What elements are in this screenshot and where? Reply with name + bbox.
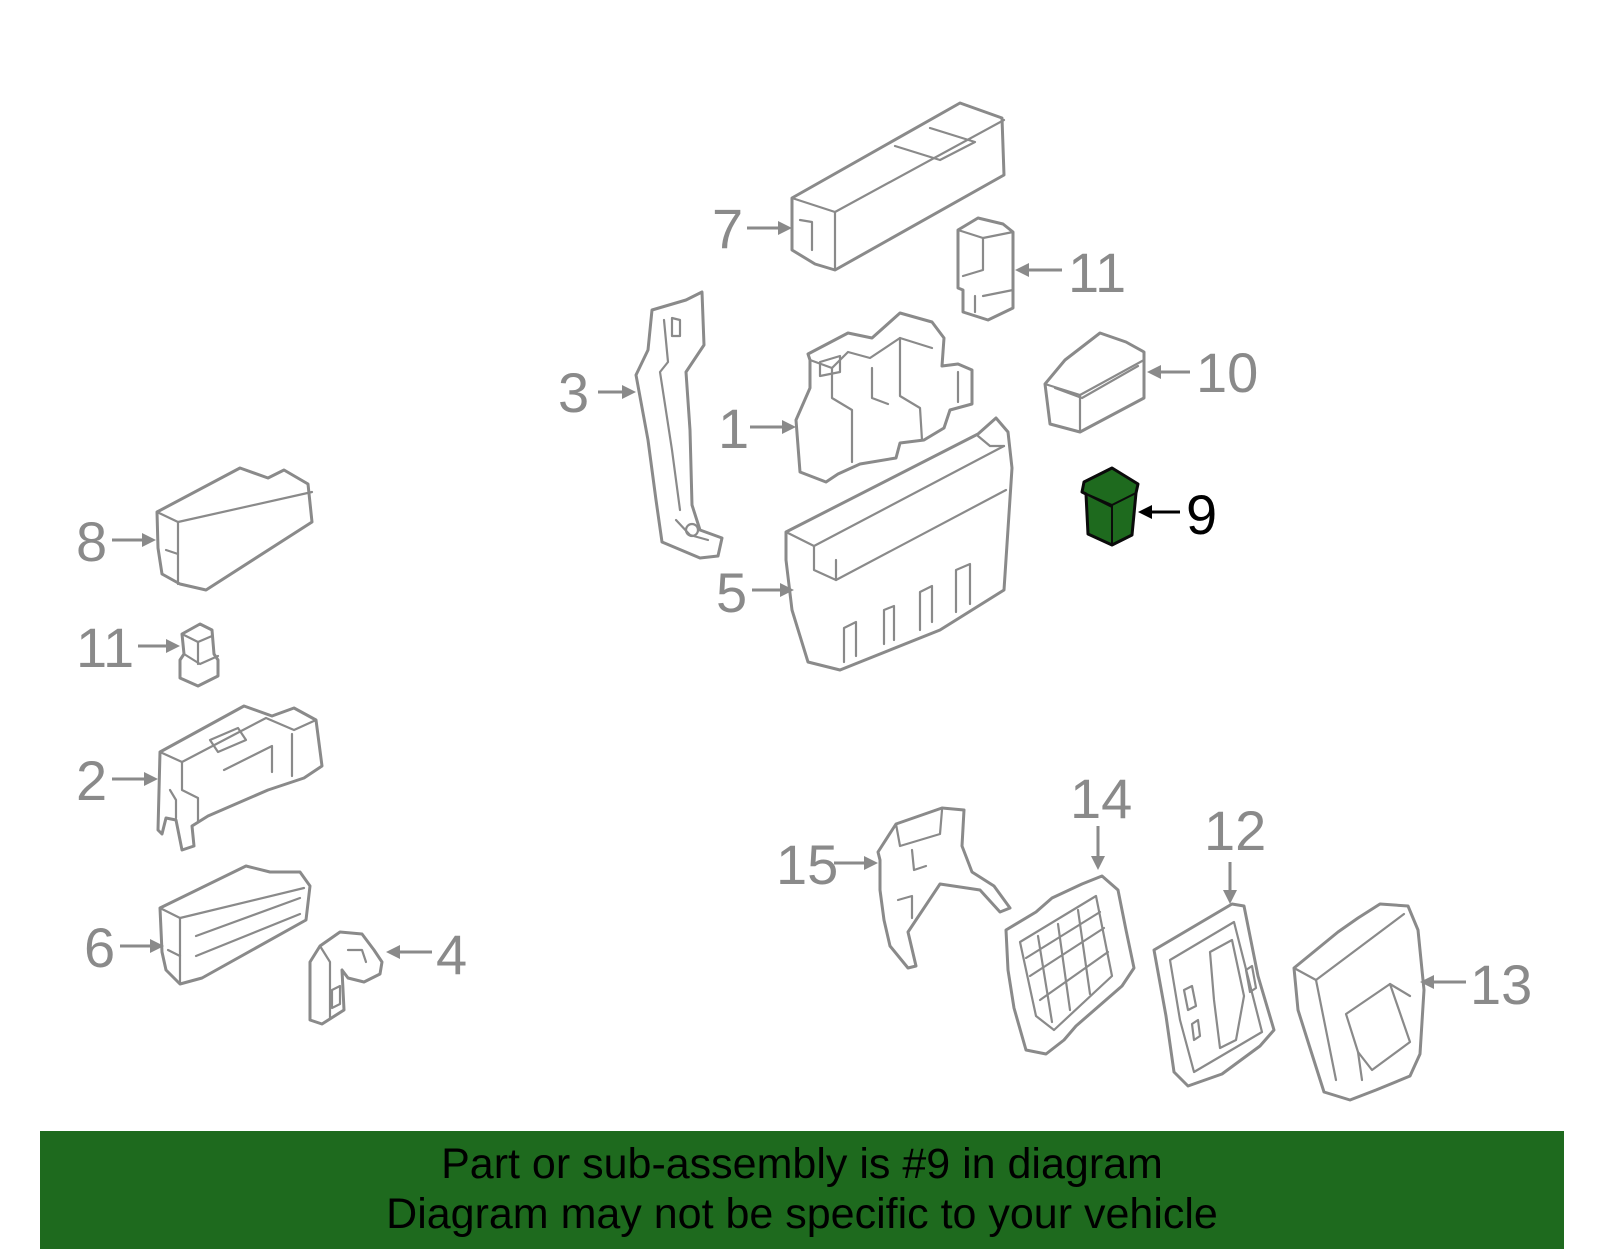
- part-5-fuse-box: [784, 416, 1014, 672]
- part-4-clamp: [308, 930, 384, 1026]
- arrowhead-8: [142, 533, 156, 547]
- part-10-cover: [1043, 331, 1146, 434]
- part-9-fuse-highlighted: [1080, 466, 1140, 547]
- part-15-bracket: [876, 806, 1012, 970]
- callout-12: 12: [1204, 799, 1266, 862]
- banner-line-1: Part or sub-assembly is #9 in diagram: [441, 1140, 1163, 1188]
- part-2-relay-box: [156, 704, 324, 852]
- callout-11-left: 11: [76, 616, 134, 679]
- arrowhead-10: [1147, 365, 1161, 379]
- callout-15: 15: [776, 833, 838, 896]
- callout-8: 8: [76, 510, 107, 573]
- part-1-frame: [794, 311, 974, 484]
- arrowhead-1: [782, 420, 796, 434]
- part-12-tray: [1152, 902, 1276, 1088]
- arrowhead-13: [1420, 975, 1434, 989]
- arrowhead-6: [150, 939, 164, 953]
- callout-3: 3: [558, 361, 589, 424]
- arrowhead-9: [1138, 505, 1152, 519]
- callout-6: 6: [84, 916, 115, 979]
- part-13-box-cover: [1292, 902, 1426, 1102]
- arrowhead-12: [1223, 890, 1237, 904]
- arrowhead-11-top: [1015, 263, 1029, 277]
- arrowhead-15: [864, 856, 878, 870]
- callout-1: 1: [718, 397, 749, 460]
- banner-line-2: Diagram may not be specific to your vehi…: [386, 1190, 1218, 1238]
- callout-14: 14: [1070, 767, 1132, 830]
- arrowhead-3: [622, 385, 636, 399]
- arrowhead-14: [1091, 856, 1105, 870]
- callout-11-top: 11: [1068, 241, 1126, 304]
- part-11-relay-top: [956, 216, 1015, 322]
- part-3-bracket: [634, 290, 724, 560]
- callout-2: 2: [76, 749, 107, 812]
- part-6-holder: [158, 864, 312, 986]
- callout-10: 10: [1196, 341, 1258, 404]
- callout-4: 4: [436, 923, 467, 986]
- part-11-relay-left: [178, 622, 220, 688]
- part-7-cover: [790, 101, 1006, 272]
- arrowhead-4: [386, 945, 400, 959]
- arrowhead-11-left: [166, 639, 180, 653]
- callout-5: 5: [716, 561, 747, 624]
- callout-13: 13: [1470, 953, 1532, 1016]
- info-banner: Part or sub-assembly is #9 in diagram Di…: [40, 1131, 1564, 1249]
- callout-9: 9: [1186, 483, 1217, 546]
- arrowhead-7: [778, 221, 792, 235]
- part-14-grid-cover: [1004, 874, 1136, 1056]
- arrowhead-2: [144, 772, 158, 786]
- part-8-lid: [155, 466, 314, 592]
- arrowhead-5: [780, 583, 794, 597]
- callout-7: 7: [712, 197, 743, 260]
